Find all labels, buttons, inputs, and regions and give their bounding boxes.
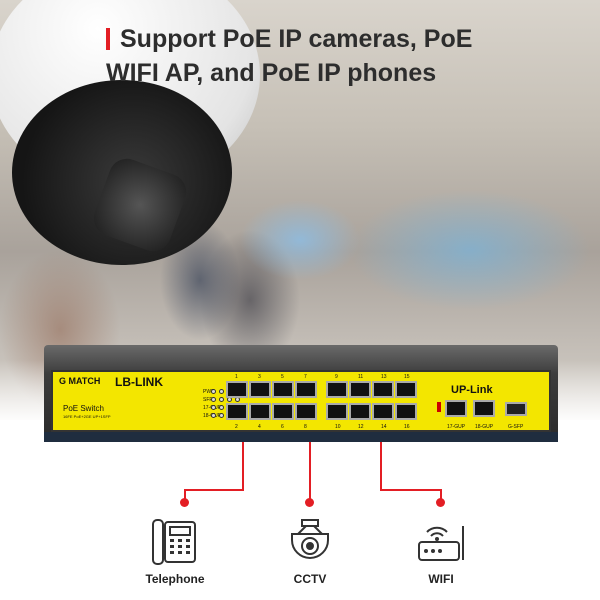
headline: Support PoE IP cameras, PoE WIFI AP, and…: [106, 22, 472, 90]
ethernet-port[interactable]: [295, 381, 317, 398]
ethernet-port[interactable]: [372, 381, 394, 398]
port-number: 6: [281, 424, 284, 430]
ethernet-port[interactable]: [295, 403, 317, 420]
connector-dot: [436, 498, 445, 507]
status-led: [219, 389, 224, 394]
status-led: [219, 413, 224, 418]
ethernet-port[interactable]: [326, 381, 348, 398]
ethernet-port[interactable]: [349, 403, 371, 420]
cctv-icon: [291, 519, 329, 559]
connector-line: [242, 442, 244, 490]
device-wifi: WIFI: [396, 518, 486, 586]
led-row-label: PWR: [203, 389, 215, 395]
wifi-router-icon: [418, 526, 464, 561]
ethernet-port[interactable]: [372, 403, 394, 420]
mode-switch[interactable]: [437, 402, 441, 412]
port-number: 8: [304, 424, 307, 430]
accent-bar: [106, 28, 110, 50]
port-number: 1: [235, 374, 238, 380]
ethernet-port[interactable]: [226, 381, 248, 398]
connector-dot: [305, 498, 314, 507]
connector-line: [440, 489, 442, 501]
connector-line: [184, 489, 244, 491]
status-led: [211, 413, 216, 418]
ethernet-port[interactable]: [249, 381, 271, 398]
gmatch-logo: G MATCH: [59, 376, 101, 386]
status-led: [219, 405, 224, 410]
headline-line-1: Support PoE IP cameras, PoE: [120, 25, 473, 53]
port-number: 15: [404, 374, 410, 380]
status-led: [219, 397, 224, 402]
ethernet-port[interactable]: [226, 403, 248, 420]
bottom-strip: [44, 432, 558, 442]
headline-line-2: WIFI AP, and PoE IP phones: [106, 59, 437, 87]
port-number: 5: [281, 374, 284, 380]
port-number: 16: [404, 424, 410, 430]
switch-front-panel: G MATCH LB-LINK PoE Switch 16FE PoE+2GE …: [51, 370, 551, 432]
uplink-label: UP-Link: [451, 384, 493, 396]
ethernet-port[interactable]: [272, 403, 294, 420]
ethernet-port[interactable]: [326, 403, 348, 420]
status-led: [211, 389, 216, 394]
device-label: CCTV: [293, 572, 327, 586]
port-number: 2: [235, 424, 238, 430]
device-label: WIFI: [428, 572, 454, 586]
device-label: Telephone: [145, 572, 205, 586]
poe-switch: G MATCH LB-LINK PoE Switch 16FE PoE+2GE …: [44, 345, 558, 442]
uplink-port[interactable]: [445, 400, 467, 417]
model-label: PoE Switch: [63, 404, 104, 413]
ethernet-port[interactable]: [272, 381, 294, 398]
ethernet-port[interactable]: [249, 403, 271, 420]
port-number: 10: [335, 424, 341, 430]
port-number: 9: [335, 374, 338, 380]
model-sub-label: 16FE PoE+2GE UP+1SFP: [63, 414, 111, 419]
port-number: 14: [381, 424, 387, 430]
port-number: 7: [304, 374, 307, 380]
connector-line: [309, 442, 311, 502]
port-label: 17-GUP: [447, 424, 466, 430]
ethernet-port[interactable]: [395, 381, 417, 398]
ethernet-port[interactable]: [349, 381, 371, 398]
port-number: 3: [258, 374, 261, 380]
lblink-logo: LB-LINK: [115, 375, 163, 389]
connector-dot: [180, 498, 189, 507]
connector-line: [380, 442, 382, 490]
ethernet-port[interactable]: [395, 403, 417, 420]
port-number: 13: [381, 374, 387, 380]
port-number: 12: [358, 424, 364, 430]
uplink-port[interactable]: [473, 400, 495, 417]
port-label: 18-GUP: [475, 424, 494, 430]
led-row-label: SFP: [203, 397, 213, 403]
port-label: G-SFP: [508, 424, 524, 430]
sfp-port[interactable]: [505, 402, 527, 416]
port-number: 4: [258, 424, 261, 430]
connector-line: [380, 489, 442, 491]
telephone-icon: [152, 519, 196, 565]
connector-line: [184, 489, 186, 501]
port-number: 11: [358, 374, 364, 380]
device-telephone: Telephone: [130, 518, 220, 586]
status-led: [211, 405, 216, 410]
device-cctv: CCTV: [265, 518, 355, 586]
status-led: [211, 397, 216, 402]
